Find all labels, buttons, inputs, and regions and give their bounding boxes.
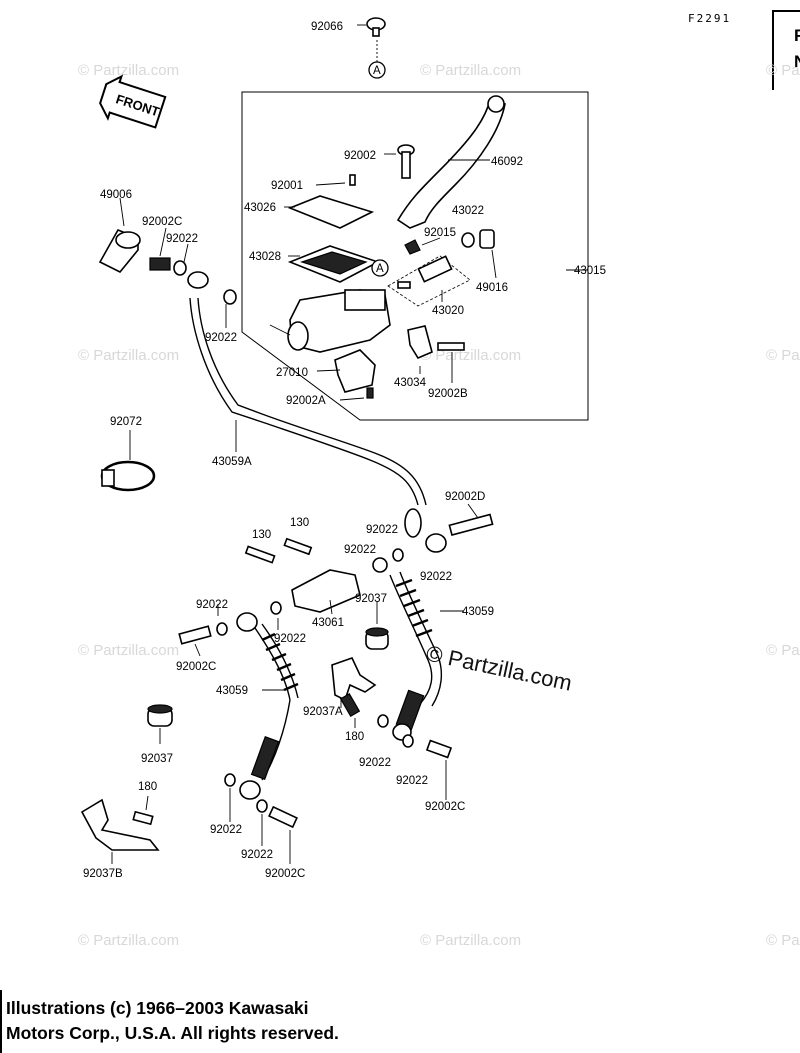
grommet-92037: [365, 602, 389, 650]
boot-49006: [98, 197, 141, 274]
copyright-notice: Illustrations (c) 1966–2003 Kawasaki Mot…: [6, 996, 339, 1046]
label-92001: 92001: [271, 180, 303, 192]
bolt-92002C-bottom: [224, 773, 298, 864]
hose-43059A: [189, 297, 427, 506]
bolt-92002: [384, 144, 415, 179]
label-43015: 43015: [574, 265, 606, 277]
corner-page-tab: F N: [772, 10, 800, 90]
watermark: © Partzilla.com: [420, 62, 521, 79]
front-arrow-icon: FRONT: [99, 74, 167, 129]
switch-43020: [387, 255, 471, 307]
label-92037A: 92037A: [303, 706, 343, 718]
label-92002B: 92002B: [428, 388, 468, 400]
label-92072: 92072: [110, 416, 142, 428]
hose-clamp-92072: [100, 430, 156, 492]
corner-letter-f: F: [794, 26, 800, 45]
callout-a-mid: [371, 259, 389, 277]
watermark: © Partzilla.com: [766, 347, 800, 364]
label-43026: 43026: [244, 202, 276, 214]
label-92002D: 92002D: [445, 491, 485, 503]
label-92022-mid: 92022: [205, 332, 237, 344]
pivot-parts: [404, 229, 497, 279]
label-92002C-r: 92002C: [425, 801, 465, 813]
label-92015: 92015: [424, 227, 456, 239]
figure-code: F2291: [688, 12, 732, 25]
hose-43059-left: [178, 601, 299, 800]
label-130-a: 130: [252, 529, 271, 541]
reservoir-cap-43026: [284, 195, 375, 229]
cap-92066: [357, 17, 386, 37]
bracket-92037B: [80, 795, 160, 864]
assembly-frame: [241, 91, 589, 421]
label-92002A: 92002A: [286, 395, 326, 407]
diaphragm-43028: [287, 245, 381, 283]
watermark-large: © Partzilla.com: [424, 640, 574, 695]
part-labels: 92066 46092 92002 92001 43026 49006 9200…: [83, 21, 606, 880]
watermark: © Partzilla.com: [766, 62, 800, 79]
bracket-92037A: [331, 657, 377, 728]
watermark: © Partzilla.com: [78, 642, 179, 659]
label-92022-top: 92022: [166, 233, 198, 245]
label-43028: 43028: [249, 251, 281, 263]
copyright-line-1: Illustrations (c) 1966–2003 Kawasaki: [6, 998, 309, 1018]
bolt-92002C-right: [377, 714, 453, 800]
watermark: © Partzilla.com: [766, 932, 800, 949]
hose-43059-right: [389, 571, 464, 741]
label-180-a: 180: [345, 731, 364, 743]
label-92066: 92066: [311, 21, 343, 33]
label-92037: 92037: [355, 593, 387, 605]
copyright-line-2: Motors Corp., U.S.A. All rights reserved…: [6, 1023, 339, 1043]
label-43059: 43059: [462, 606, 494, 618]
label-49006: 49006: [100, 189, 132, 201]
label-43061: 43061: [312, 617, 344, 629]
watermark: © Partzilla.com: [420, 932, 521, 949]
label-92022-b4: 92022: [241, 849, 273, 861]
label-92022-r2: 92022: [344, 544, 376, 556]
watermark: © Partzilla.com: [78, 62, 179, 79]
label-92037B: 92037B: [83, 868, 123, 880]
label-43034: 43034: [394, 377, 427, 389]
label-92037-l: 92037: [141, 753, 173, 765]
master-cylinder-body: [269, 289, 391, 353]
label-27010: 27010: [276, 367, 308, 379]
banjo-bolt-right: [372, 503, 494, 573]
label-180-b: 180: [138, 781, 157, 793]
joint-43061: [244, 537, 361, 615]
label-43059A: 43059A: [212, 456, 252, 468]
label-92002C-l: 92002C: [176, 661, 216, 673]
label-92022-r3: 92022: [420, 571, 452, 583]
watermark: © Partzilla.com: [420, 347, 521, 364]
label-92002: 92002: [344, 150, 376, 162]
label-130-b: 130: [290, 517, 309, 529]
label-92022-l2: 92022: [274, 633, 306, 645]
svg-text:A: A: [376, 263, 384, 275]
label-49016: 49016: [476, 282, 508, 294]
svg-text:A: A: [373, 65, 381, 77]
label-92022-b3: 92022: [210, 824, 242, 836]
corner-letter-n: N: [794, 52, 800, 72]
watermark: © Partzilla.com: [78, 932, 179, 949]
watermark-group: © Partzilla.com © Partzilla.com © Partzi…: [78, 62, 800, 949]
label-92022-b1: 92022: [359, 757, 391, 769]
label-92002C-top: 92002C: [142, 216, 182, 228]
clamp-43034: [407, 325, 465, 383]
screw-92001: [315, 174, 356, 186]
label-43022: 43022: [452, 205, 484, 217]
switch-27010: [316, 349, 376, 401]
watermark: © Partzilla.com: [766, 642, 800, 659]
brake-lever-46092: [396, 95, 506, 229]
label-46092: 46092: [491, 156, 523, 168]
grommet-92037-left: [147, 704, 173, 744]
label-92022-b2: 92022: [396, 775, 428, 787]
label-92002C-b: 92002C: [265, 868, 305, 880]
left-rule: [0, 990, 2, 1053]
banjo-bolt-top: [149, 227, 237, 328]
label-92022-l1: 92022: [196, 599, 228, 611]
label-43059-l: 43059: [216, 685, 248, 697]
label-92022-r1: 92022: [366, 524, 398, 536]
watermark: © Partzilla.com: [78, 347, 179, 364]
label-43020: 43020: [432, 305, 464, 317]
